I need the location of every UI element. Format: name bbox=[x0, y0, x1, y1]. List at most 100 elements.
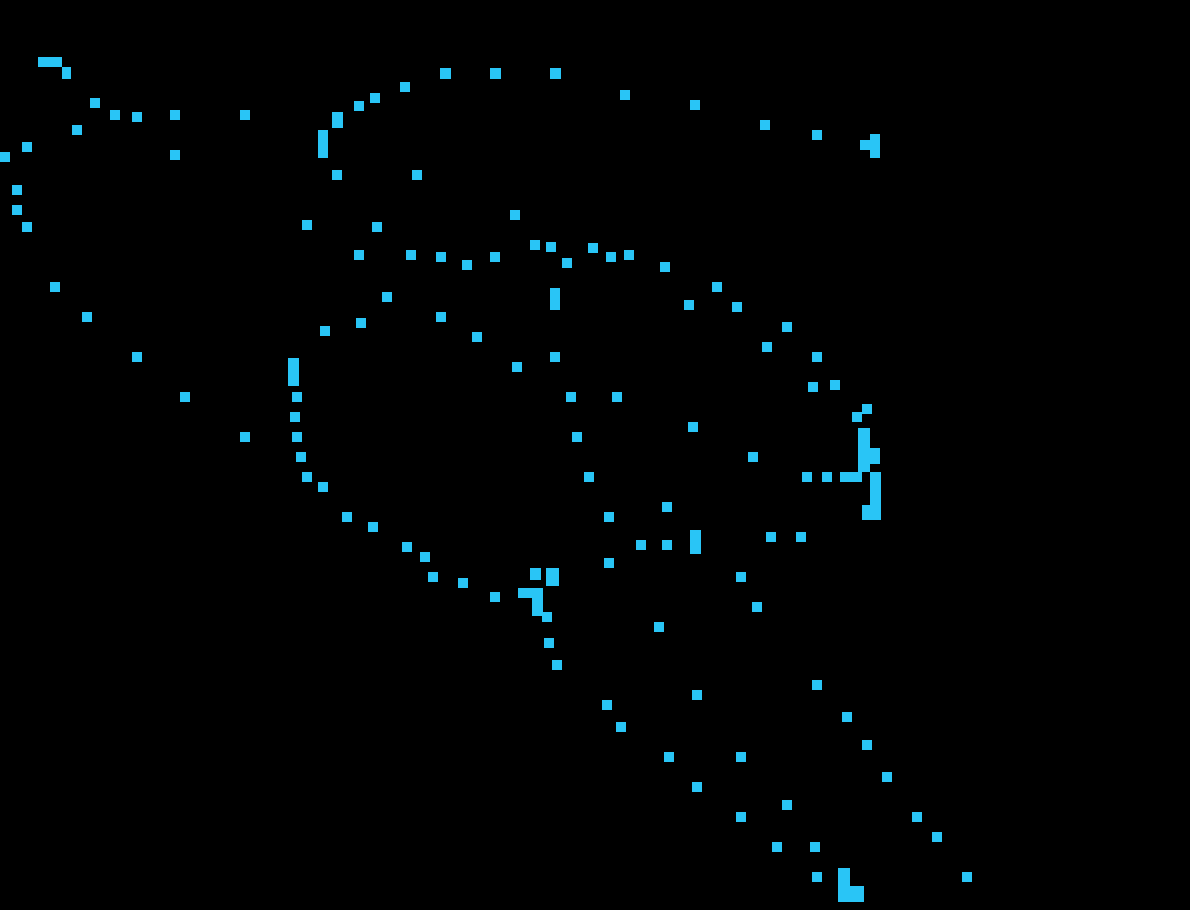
data-point bbox=[602, 700, 612, 710]
data-point bbox=[296, 452, 306, 462]
data-point bbox=[604, 512, 614, 522]
data-point bbox=[912, 812, 922, 822]
data-point bbox=[616, 722, 626, 732]
data-point bbox=[862, 505, 874, 520]
data-point bbox=[542, 612, 552, 622]
data-point bbox=[368, 522, 378, 532]
data-point bbox=[90, 98, 100, 108]
data-point bbox=[356, 318, 366, 328]
data-point bbox=[838, 886, 864, 902]
data-point bbox=[812, 130, 822, 140]
data-point bbox=[518, 588, 542, 598]
data-point bbox=[752, 602, 762, 612]
data-point bbox=[512, 362, 522, 372]
data-point bbox=[170, 150, 180, 160]
data-point bbox=[584, 472, 594, 482]
data-point bbox=[406, 250, 416, 260]
data-point bbox=[830, 380, 840, 390]
data-point bbox=[240, 110, 250, 120]
data-point bbox=[370, 93, 380, 103]
data-point bbox=[620, 90, 630, 100]
data-point bbox=[170, 110, 180, 120]
data-point bbox=[684, 300, 694, 310]
data-point bbox=[400, 82, 410, 92]
data-point bbox=[796, 532, 806, 542]
data-point bbox=[0, 152, 10, 162]
data-point bbox=[812, 680, 822, 690]
data-point bbox=[412, 170, 422, 180]
data-point bbox=[882, 772, 892, 782]
data-point bbox=[690, 100, 700, 110]
data-point bbox=[858, 428, 870, 472]
data-point bbox=[762, 342, 772, 352]
data-point bbox=[822, 472, 832, 482]
data-point bbox=[842, 712, 852, 722]
data-point bbox=[402, 542, 412, 552]
data-point bbox=[532, 588, 543, 616]
marker-layer bbox=[0, 57, 972, 902]
data-point bbox=[572, 432, 582, 442]
data-point bbox=[810, 842, 820, 852]
data-point bbox=[382, 292, 392, 302]
data-point bbox=[604, 558, 614, 568]
data-point bbox=[760, 120, 770, 130]
data-point bbox=[782, 800, 792, 810]
data-point bbox=[318, 482, 328, 492]
data-point bbox=[550, 68, 561, 79]
data-point bbox=[660, 262, 670, 272]
data-point bbox=[664, 752, 674, 762]
data-point bbox=[812, 352, 822, 362]
data-point bbox=[840, 472, 862, 482]
data-point bbox=[82, 312, 92, 322]
data-point bbox=[748, 452, 758, 462]
data-point bbox=[320, 326, 330, 336]
data-point bbox=[624, 250, 634, 260]
data-point bbox=[692, 782, 702, 792]
data-point bbox=[290, 412, 300, 422]
data-point bbox=[22, 222, 32, 232]
data-point bbox=[510, 210, 520, 220]
data-point bbox=[588, 243, 598, 253]
data-point bbox=[636, 540, 646, 550]
data-point bbox=[530, 568, 541, 580]
data-point bbox=[420, 552, 430, 562]
data-point bbox=[292, 432, 302, 442]
data-point bbox=[472, 332, 482, 342]
data-point bbox=[566, 392, 576, 402]
data-point bbox=[736, 812, 746, 822]
data-point bbox=[766, 532, 776, 542]
data-point bbox=[550, 288, 560, 310]
data-point bbox=[662, 540, 672, 550]
data-point bbox=[530, 240, 540, 250]
data-point bbox=[354, 250, 364, 260]
data-point bbox=[50, 282, 60, 292]
data-point bbox=[462, 260, 472, 270]
data-point bbox=[318, 130, 328, 158]
data-point bbox=[436, 312, 446, 322]
data-point bbox=[12, 205, 22, 215]
data-point bbox=[690, 530, 701, 554]
data-point bbox=[812, 872, 822, 882]
data-point bbox=[72, 125, 82, 135]
data-point bbox=[852, 412, 862, 422]
data-point bbox=[436, 252, 446, 262]
data-point bbox=[562, 258, 572, 268]
data-point bbox=[808, 382, 818, 392]
data-point bbox=[802, 472, 812, 482]
data-point bbox=[736, 752, 746, 762]
data-point bbox=[132, 352, 142, 362]
data-point bbox=[688, 422, 698, 432]
data-point bbox=[772, 842, 782, 852]
data-point bbox=[490, 68, 501, 79]
data-point bbox=[110, 110, 120, 120]
data-point bbox=[38, 57, 62, 67]
data-point bbox=[240, 432, 250, 442]
data-point bbox=[132, 112, 142, 122]
data-point bbox=[862, 740, 872, 750]
data-point bbox=[782, 322, 792, 332]
data-point bbox=[732, 302, 742, 312]
data-point bbox=[428, 572, 438, 582]
